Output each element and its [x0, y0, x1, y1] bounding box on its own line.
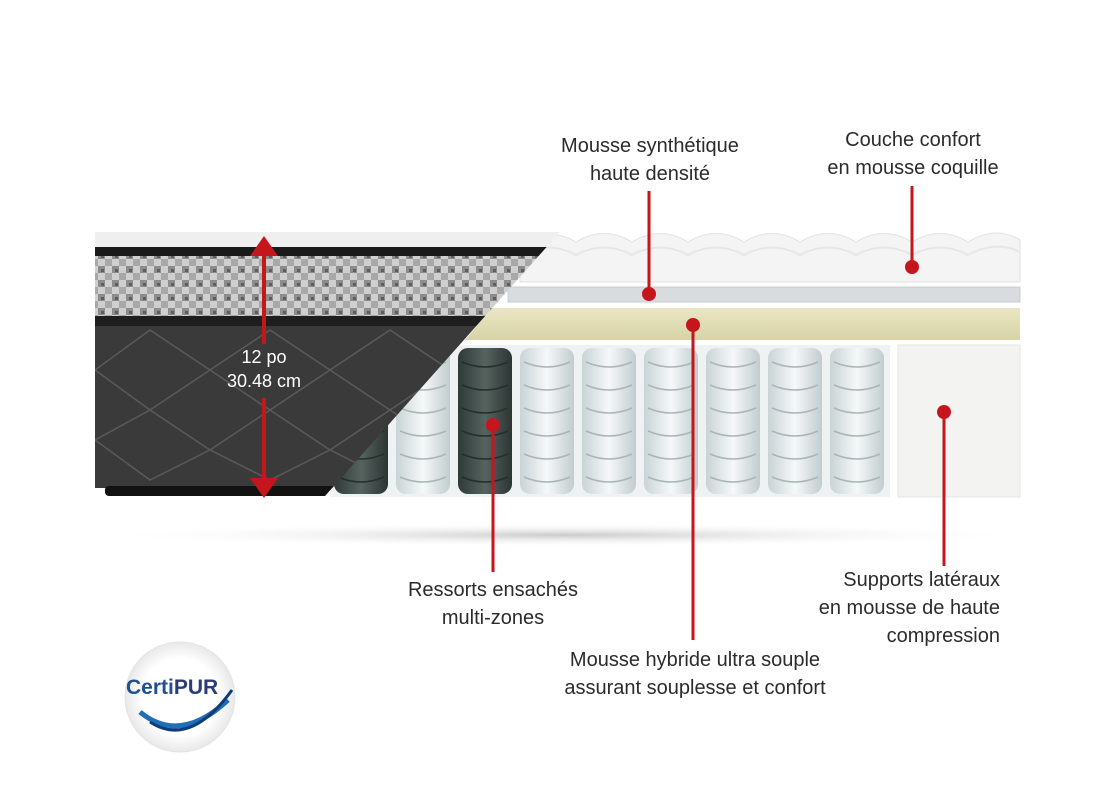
height-cm: 30.48 cm: [226, 371, 302, 391]
pocket-coil-fold: [771, 384, 819, 391]
pocket-coil-fold: [585, 384, 633, 391]
callout-dot-springs: [486, 418, 500, 432]
pocket-coil-fold: [523, 453, 571, 460]
pocket-coil-fold: [523, 384, 571, 391]
pocket-coil-fold: [523, 476, 571, 483]
pocket-coil: [706, 348, 760, 494]
pocket-coil: [644, 348, 698, 494]
pocket-coil-fold: [647, 453, 695, 460]
pocket-coil-fold: [647, 361, 695, 368]
pocket-coil-fold: [461, 453, 509, 460]
floor-shadow: [95, 523, 1035, 547]
pocket-coil: [520, 348, 574, 494]
pocket-coil-fold: [399, 407, 447, 414]
pocket-coil-fold: [647, 384, 695, 391]
pocket-coil-fold: [523, 361, 571, 368]
pocket-coil-fold: [461, 476, 509, 483]
pocket-coil-fold: [399, 430, 447, 437]
pocket-coil-fold: [585, 407, 633, 414]
pocket-coil-fold: [461, 407, 509, 414]
certipur-logo: [124, 641, 236, 753]
label-pocket-springs: Ressorts ensachés multi-zones: [407, 579, 579, 629]
pocket-coil-fold: [337, 476, 385, 483]
pocket-coil-fold: [709, 476, 757, 483]
pocket-coil: [458, 348, 512, 494]
pocket-coil-fold: [833, 476, 881, 483]
pocket-coil-fold: [585, 430, 633, 437]
pocket-coil-fold: [709, 430, 757, 437]
pocket-coil: [582, 348, 636, 494]
callout-dot-synthetic: [642, 287, 656, 301]
pocket-coil-fold: [523, 407, 571, 414]
pocket-coil-fold: [709, 407, 757, 414]
pocket-coil-fold: [523, 430, 571, 437]
pocket-coil-fold: [771, 430, 819, 437]
callout-dot-hybrid: [686, 318, 700, 332]
pocket-coil-fold: [461, 430, 509, 437]
callout-dot-side: [937, 405, 951, 419]
pocket-coil-fold: [771, 476, 819, 483]
pocket-coil-fold: [833, 384, 881, 391]
callout-lines: [486, 186, 951, 640]
pocket-coil-fold: [399, 476, 447, 483]
pocket-coil-fold: [647, 430, 695, 437]
label-synthetic-foam: Mousse synthétique haute densité: [561, 135, 739, 185]
pocket-coil: [768, 348, 822, 494]
pocket-coil-fold: [771, 361, 819, 368]
pocket-coil: [830, 348, 884, 494]
label-comfort-layer: Couche confort en mousse coquille: [827, 129, 999, 179]
hybrid-foam-layer: [465, 308, 1020, 340]
pocket-coil-fold: [585, 476, 633, 483]
pocket-coil-fold: [585, 453, 633, 460]
label-hybrid-foam: Mousse hybride ultra souple assurant sou…: [564, 649, 826, 699]
height-inches: 12 po: [241, 347, 287, 367]
pocket-coil-fold: [461, 361, 509, 368]
pocket-coil-fold: [709, 453, 757, 460]
height-dimension-arrow: [250, 236, 278, 498]
certipur-logo-text: CertiPUR: [126, 676, 219, 699]
label-side-supports: Supports latéraux en mousse de haute com…: [818, 569, 1000, 647]
pocket-coil-fold: [771, 453, 819, 460]
pocket-coil-fold: [833, 453, 881, 460]
pocket-coil-fold: [647, 407, 695, 414]
synthetic-foam-layer: [507, 286, 1021, 303]
pocket-coil-fold: [585, 361, 633, 368]
pocket-coil-fold: [709, 384, 757, 391]
pocket-coil-fold: [399, 453, 447, 460]
side-support-foam: [897, 344, 1021, 498]
height-dimension-label: 12 po 30.48 cm: [214, 345, 314, 393]
pocket-coil-fold: [647, 476, 695, 483]
pocket-coil-fold: [709, 361, 757, 368]
callout-dot-comfort: [905, 260, 919, 274]
pocket-coil-fold: [833, 407, 881, 414]
pocket-coil-fold: [833, 361, 881, 368]
pocket-coil-fold: [833, 430, 881, 437]
pocket-coil-fold: [771, 407, 819, 414]
pocket-coil-fold: [461, 384, 509, 391]
egg-crate-foam-layer: [519, 232, 1021, 283]
